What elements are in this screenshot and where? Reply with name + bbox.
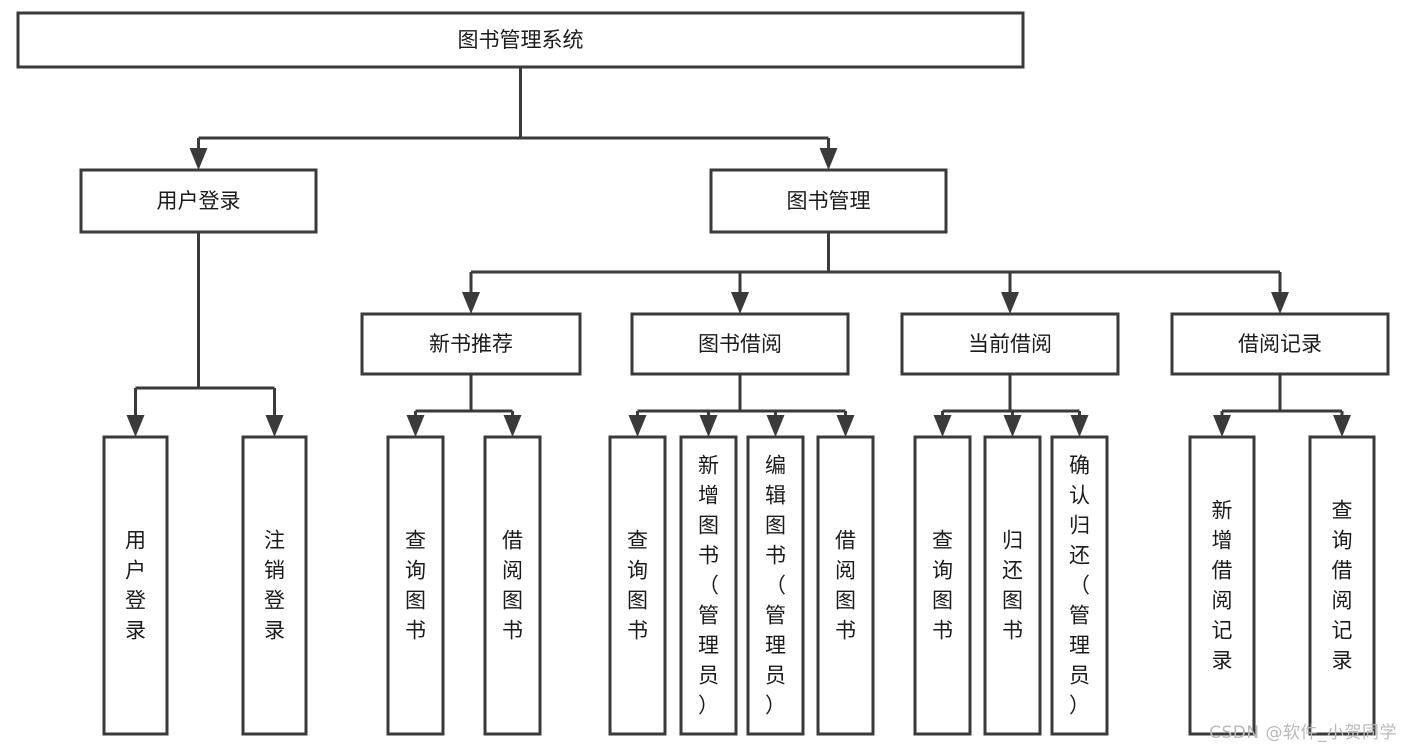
node-label: 当前借阅: [968, 332, 1052, 356]
arrow-head-icon: [1001, 292, 1019, 314]
node-label: 用户登录: [157, 189, 241, 213]
node-level3-当前借阅[interactable]: 当前借阅: [900, 312, 1120, 376]
arrow-head-icon: [1333, 415, 1351, 437]
arrow-head-icon: [836, 415, 855, 437]
node-rect[interactable]: [360, 312, 582, 376]
node-rect[interactable]: [630, 312, 850, 376]
node-leaf-确认归还（管理员）[interactable]: 确认归还（管理员）: [1050, 435, 1109, 736]
arrow-head-icon: [126, 415, 145, 437]
node-rect[interactable]: [983, 435, 1042, 736]
node-leaf-新增借阅记录[interactable]: 新增借阅记录: [1188, 435, 1256, 736]
node-level2-图书管理[interactable]: 图书管理: [709, 168, 948, 234]
arrow-head-icon: [731, 292, 749, 314]
arrow-head-icon: [819, 148, 838, 170]
node-rect[interactable]: [241, 435, 308, 736]
node-rect[interactable]: [79, 168, 318, 234]
node-label: 确认归还（管理员）: [1069, 454, 1090, 718]
node-rect[interactable]: [709, 168, 948, 234]
node-level2-用户登录[interactable]: 用户登录: [79, 168, 318, 234]
node-leaf-注销登录[interactable]: 注销登录: [241, 435, 308, 736]
node-label: 用户登录: [125, 529, 146, 643]
arrow-head-icon: [1003, 415, 1022, 437]
node-label: 新增图书（管理员）: [698, 454, 719, 718]
node-label: 借阅图书: [502, 529, 523, 643]
node-leaf-查询借阅记录[interactable]: 查询借阅记录: [1308, 435, 1376, 736]
node-rect[interactable]: [1188, 435, 1256, 736]
arrow-head-icon: [503, 415, 522, 437]
node-rect[interactable]: [816, 435, 875, 736]
node-label: 编辑图书（管理员）: [765, 454, 786, 718]
node-rect[interactable]: [900, 312, 1120, 376]
node-label: 查询借阅记录: [1332, 499, 1353, 673]
node-label: 图书管理系统: [458, 28, 584, 52]
node-rect[interactable]: [913, 435, 972, 736]
arrow-head-icon: [1070, 415, 1089, 437]
arrow-head-icon: [699, 415, 718, 437]
node-leaf-编辑图书（管理员）[interactable]: 编辑图书（管理员）: [746, 435, 805, 736]
arrow-head-icon: [1271, 292, 1289, 314]
node-rect[interactable]: [16, 11, 1025, 69]
node-rect[interactable]: [1050, 435, 1109, 736]
watermark-label: CSDN @软件_小贺同学: [1209, 723, 1397, 743]
node-leaf-查询图书[interactable]: 查询图书: [608, 435, 667, 736]
node-leaf-用户登录[interactable]: 用户登录: [102, 435, 169, 736]
node-rect[interactable]: [746, 435, 805, 736]
arrow-head-icon: [406, 415, 425, 437]
arrow-head-icon: [1213, 415, 1231, 437]
node-leaf-查询图书[interactable]: 查询图书: [386, 435, 445, 736]
node-label: 查询图书: [405, 529, 426, 643]
arrow-head-icon: [628, 415, 647, 437]
connector-layer: [126, 67, 1351, 437]
node-label: 注销登录: [264, 529, 285, 643]
node-rect[interactable]: [1308, 435, 1376, 736]
node-leaf-借阅图书[interactable]: 借阅图书: [816, 435, 875, 736]
node-layer: 图书管理系统用户登录图书管理新书推荐图书借阅当前借阅借阅记录用户登录注销登录查询…: [16, 11, 1390, 736]
node-leaf-借阅图书[interactable]: 借阅图书: [483, 435, 542, 736]
node-leaf-新增图书（管理员）[interactable]: 新增图书（管理员）: [679, 435, 738, 736]
node-rect[interactable]: [386, 435, 445, 736]
node-label: 查询图书: [627, 529, 648, 643]
node-level3-图书借阅[interactable]: 图书借阅: [630, 312, 850, 376]
node-root-图书管理系统[interactable]: 图书管理系统: [16, 11, 1025, 69]
node-label: 图书管理: [787, 189, 871, 213]
node-level3-新书推荐[interactable]: 新书推荐: [360, 312, 582, 376]
node-rect[interactable]: [1170, 312, 1390, 376]
node-label: 新书推荐: [429, 332, 513, 356]
node-rect[interactable]: [679, 435, 738, 736]
arrow-head-icon: [933, 415, 952, 437]
node-rect[interactable]: [483, 435, 542, 736]
node-label: 归还图书: [1002, 529, 1023, 643]
node-label: 借阅图书: [835, 529, 856, 643]
arrow-head-icon: [766, 415, 785, 437]
arrow-head-icon: [265, 415, 284, 437]
node-rect[interactable]: [102, 435, 169, 736]
arrow-head-icon: [189, 148, 208, 170]
node-leaf-查询图书[interactable]: 查询图书: [913, 435, 972, 736]
arrow-head-icon: [462, 292, 480, 314]
node-label: 图书借阅: [698, 332, 782, 356]
node-label: 借阅记录: [1238, 332, 1322, 356]
node-label: 查询图书: [932, 529, 953, 643]
node-leaf-归还图书[interactable]: 归还图书: [983, 435, 1042, 736]
node-level3-借阅记录[interactable]: 借阅记录: [1170, 312, 1390, 376]
node-label: 新增借阅记录: [1212, 499, 1233, 673]
node-rect[interactable]: [608, 435, 667, 736]
